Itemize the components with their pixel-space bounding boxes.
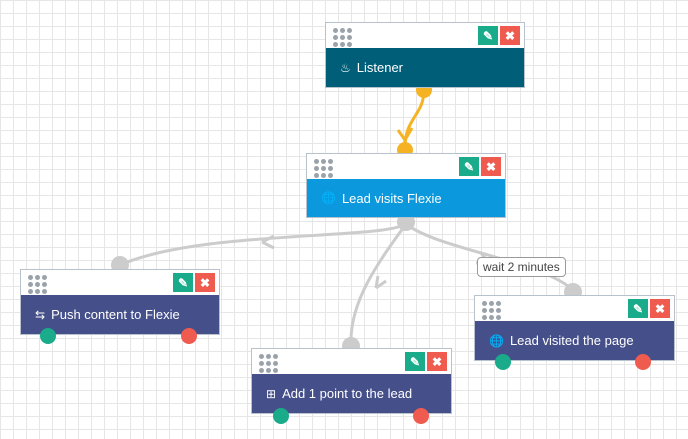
- drag-handle-icon[interactable]: [314, 159, 336, 178]
- node-add-point[interactable]: ✎ ✖ ⊞ Add 1 point to the lead: [251, 348, 452, 414]
- connector-listener-to-lead-visits: [403, 89, 426, 148]
- node-header: ✎ ✖: [326, 23, 524, 48]
- globe-icon: 🌐: [321, 191, 336, 205]
- connector-arrow: [261, 234, 275, 250]
- node-lead-visited-page[interactable]: ✎ ✖ 🌐 Lead visited the page: [474, 295, 675, 361]
- yes-output-dot[interactable]: [495, 354, 511, 370]
- fingerprint-icon: ♨: [340, 60, 351, 75]
- no-output-dot[interactable]: [413, 408, 429, 424]
- pencil-icon: ✎: [632, 301, 644, 316]
- edit-button[interactable]: ✎: [173, 273, 193, 292]
- node-lead-visits-flexie[interactable]: ✎ ✖ 🌐 Lead visits Flexie: [306, 153, 506, 218]
- edit-button[interactable]: ✎: [478, 26, 498, 45]
- pencil-icon: ✎: [463, 159, 475, 174]
- delete-button[interactable]: ✖: [481, 157, 501, 176]
- edit-button[interactable]: ✎: [459, 157, 479, 176]
- drag-handle-icon[interactable]: [28, 275, 50, 294]
- drag-handle-icon[interactable]: [259, 354, 281, 373]
- delete-button[interactable]: ✖: [195, 273, 215, 292]
- close-icon: ✖: [431, 354, 443, 369]
- node-body: ⇆ Push content to Flexie: [21, 295, 219, 334]
- drag-handle-icon[interactable]: [482, 301, 504, 320]
- delete-button[interactable]: ✖: [500, 26, 520, 45]
- delete-button[interactable]: ✖: [650, 299, 670, 318]
- pencil-icon: ✎: [177, 275, 189, 290]
- close-icon: ✖: [654, 301, 666, 316]
- yes-output-dot[interactable]: [273, 408, 289, 424]
- yes-output-dot[interactable]: [40, 328, 56, 344]
- drag-handle-icon[interactable]: [333, 28, 355, 47]
- node-header: ✎ ✖: [475, 296, 674, 321]
- no-output-dot[interactable]: [635, 354, 651, 370]
- close-icon: ✖: [504, 28, 516, 43]
- delete-button[interactable]: ✖: [427, 352, 447, 371]
- node-header: ✎ ✖: [307, 154, 505, 179]
- node-label: Listener: [356, 60, 404, 75]
- retweet-icon: ⇆: [35, 307, 46, 322]
- connector-arrow: [374, 275, 387, 290]
- node-header: ✎ ✖: [252, 349, 451, 374]
- pencil-icon: ✎: [482, 28, 494, 43]
- node-body: 🌐 Lead visits Flexie: [307, 179, 505, 217]
- edit-button[interactable]: ✎: [628, 299, 648, 318]
- node-label: Lead visits Flexie: [341, 190, 442, 206]
- connector-to-lead-visited-page: [405, 222, 575, 292]
- plus-square-icon: ⊞: [266, 386, 277, 401]
- connector-arrow: [396, 127, 414, 141]
- node-body: ⊞ Add 1 point to the lead: [252, 374, 451, 413]
- node-header: ✎ ✖: [21, 270, 219, 295]
- wait-label[interactable]: wait 2 minutes: [477, 257, 566, 277]
- close-icon: ✖: [199, 275, 211, 290]
- node-body: ♨ Listener: [326, 48, 524, 87]
- node-label: Add 1 point to the lead: [282, 386, 413, 401]
- no-output-dot[interactable]: [181, 328, 197, 344]
- node-label: Push content to Flexie: [51, 307, 180, 322]
- close-icon: ✖: [485, 159, 497, 174]
- connector-to-add-point: [349, 223, 408, 344]
- pencil-icon: ✎: [409, 354, 421, 369]
- node-push-content[interactable]: ✎ ✖ ⇆ Push content to Flexie: [20, 269, 220, 335]
- node-label: Lead visited the page: [509, 333, 634, 348]
- node-body: 🌐 Lead visited the page: [475, 321, 674, 360]
- node-listener[interactable]: ✎ ✖ ♨ Listener: [325, 22, 525, 88]
- globe-icon: 🌐: [489, 333, 504, 348]
- connector-to-push-content: [119, 222, 407, 267]
- edit-button[interactable]: ✎: [405, 352, 425, 371]
